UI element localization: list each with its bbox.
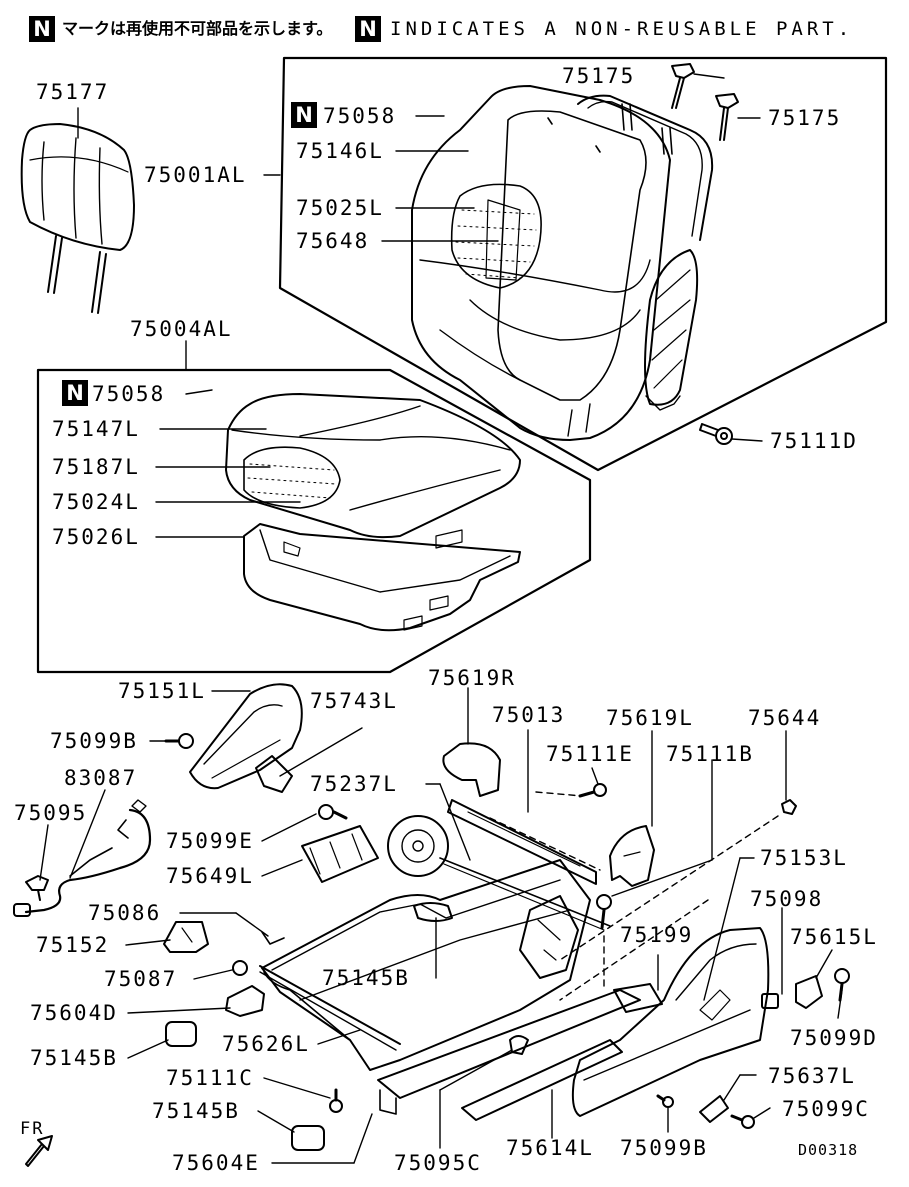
- label-75099B-top: 75099B: [50, 729, 138, 753]
- bolt-75111C: [329, 1088, 343, 1113]
- knob-75637L: [699, 1095, 729, 1123]
- label-75099D: 75099D: [790, 1026, 878, 1050]
- label-75619R: 75619R: [428, 666, 516, 690]
- rail-cover-75614L: [461, 1039, 623, 1121]
- label-75111E: 75111E: [546, 742, 634, 766]
- label-75199: 75199: [620, 923, 694, 947]
- cover-75619R: [442, 742, 501, 797]
- pad-75145B-left: [165, 1021, 197, 1047]
- clip-75644: [781, 799, 797, 815]
- side-cover-75153L: [571, 927, 770, 1117]
- pad-75145B-low: [291, 1125, 325, 1151]
- label-75098: 75098: [750, 887, 824, 911]
- label-75086: 75086: [88, 901, 162, 925]
- label-75604D: 75604D: [30, 1001, 118, 1025]
- non-reusable-badge-75058-cushion: N: [62, 380, 88, 406]
- seat-cushion-75004AL: [225, 393, 521, 632]
- label-75237L: 75237L: [310, 772, 398, 796]
- bolt-75099D: [834, 968, 850, 1002]
- bolt-75099C: [730, 1114, 755, 1129]
- front-arrow-icon: [25, 1135, 53, 1167]
- leader-lines: [39, 73, 843, 1164]
- label-75013: 75013: [492, 703, 566, 727]
- cushion-group-frame: [36, 368, 592, 674]
- label-75187L: 75187L: [52, 455, 140, 479]
- bolt-75099B-bottom: [656, 1094, 674, 1108]
- label-75095C: 75095C: [394, 1151, 482, 1175]
- label-75058-back: 75058: [323, 104, 397, 128]
- label-75001AL: 75001AL: [144, 163, 247, 187]
- front-direction-label: FR: [20, 1119, 45, 1139]
- label-75058-cushion: 75058: [92, 382, 166, 406]
- pad-75199: [613, 983, 663, 1013]
- label-75145B-left: 75145B: [30, 1046, 118, 1070]
- label-75099E: 75099E: [166, 829, 254, 853]
- label-75175-a: 75175: [562, 64, 636, 88]
- label-75152: 75152: [36, 933, 110, 957]
- label-75743L: 75743L: [310, 689, 398, 713]
- label-75145B-low: 75145B: [152, 1099, 240, 1123]
- bracket-75604D: [225, 985, 265, 1017]
- label-75649L: 75649L: [166, 864, 254, 888]
- seatback-75001AL: [411, 85, 714, 441]
- bolt-75111D: [699, 423, 733, 445]
- label-75147L: 75147L: [52, 417, 140, 441]
- seatback-group-frame: [278, 56, 888, 472]
- dashed-leaders: [489, 791, 779, 1001]
- label-75177: 75177: [36, 80, 110, 104]
- bolt-75099E: [318, 804, 348, 820]
- cover-75619L: [609, 825, 655, 887]
- wire-75086: [261, 931, 285, 945]
- clip-75095C: [509, 1035, 529, 1055]
- part-75098: [761, 993, 779, 1009]
- label-75648: 75648: [296, 229, 370, 253]
- label-75025L: 75025L: [296, 196, 384, 220]
- label-83087: 83087: [64, 766, 138, 790]
- label-75604E: 75604E: [172, 1151, 260, 1175]
- label-75644: 75644: [748, 706, 822, 730]
- label-75111D: 75111D: [770, 429, 858, 453]
- non-reusable-badge-en: N: [355, 16, 381, 42]
- seat-frame-rails: [259, 799, 641, 1115]
- label-75626L: 75626L: [222, 1032, 310, 1056]
- diagram-code: D00318: [798, 1141, 859, 1159]
- label-75004AL: 75004AL: [130, 317, 233, 341]
- label-75024L: 75024L: [52, 490, 140, 514]
- label-75615L: 75615L: [790, 925, 878, 949]
- non-reusable-badge-jp: N: [29, 16, 55, 42]
- label-75099B-bottom: 75099B: [620, 1136, 708, 1160]
- headrest-75177: [20, 123, 135, 314]
- bracket-75649L: [301, 825, 379, 883]
- bolt-75099B-top: [164, 733, 194, 749]
- label-75619L: 75619L: [606, 706, 694, 730]
- cover-75151L: [189, 683, 303, 793]
- label-75146L: 75146L: [296, 139, 384, 163]
- bolt-75111B: [596, 894, 612, 930]
- header-note-en: INDICATES A NON-REUSABLE PART.: [390, 18, 854, 40]
- part-75152: [163, 921, 209, 953]
- label-75111C: 75111C: [166, 1066, 254, 1090]
- label-75087: 75087: [104, 967, 178, 991]
- guide-75175-b: [715, 93, 739, 141]
- label-75614L: 75614L: [506, 1136, 594, 1160]
- label-75151L: 75151L: [118, 679, 206, 703]
- guide-75175-a: [671, 63, 695, 109]
- label-75095: 75095: [14, 801, 88, 825]
- label-75637L: 75637L: [768, 1064, 856, 1088]
- harness-83087: [13, 799, 152, 917]
- nut-75087: [232, 960, 248, 976]
- bracket-75615L: [795, 975, 823, 1009]
- label-75111B: 75111B: [666, 742, 754, 766]
- header-note-jp: マークは再使用不可部品を示します。: [62, 19, 333, 38]
- label-75175-b: 75175: [768, 106, 842, 130]
- clip-75095: [25, 875, 49, 901]
- label-75099C: 75099C: [782, 1097, 870, 1121]
- label-75026L: 75026L: [52, 525, 140, 549]
- pad-75145B-mid: [413, 902, 453, 922]
- label-75153L: 75153L: [760, 846, 848, 870]
- label-75145B-mid: 75145B: [322, 966, 410, 990]
- bolt-75111E: [578, 783, 607, 798]
- non-reusable-badge-75058-back: N: [291, 102, 317, 128]
